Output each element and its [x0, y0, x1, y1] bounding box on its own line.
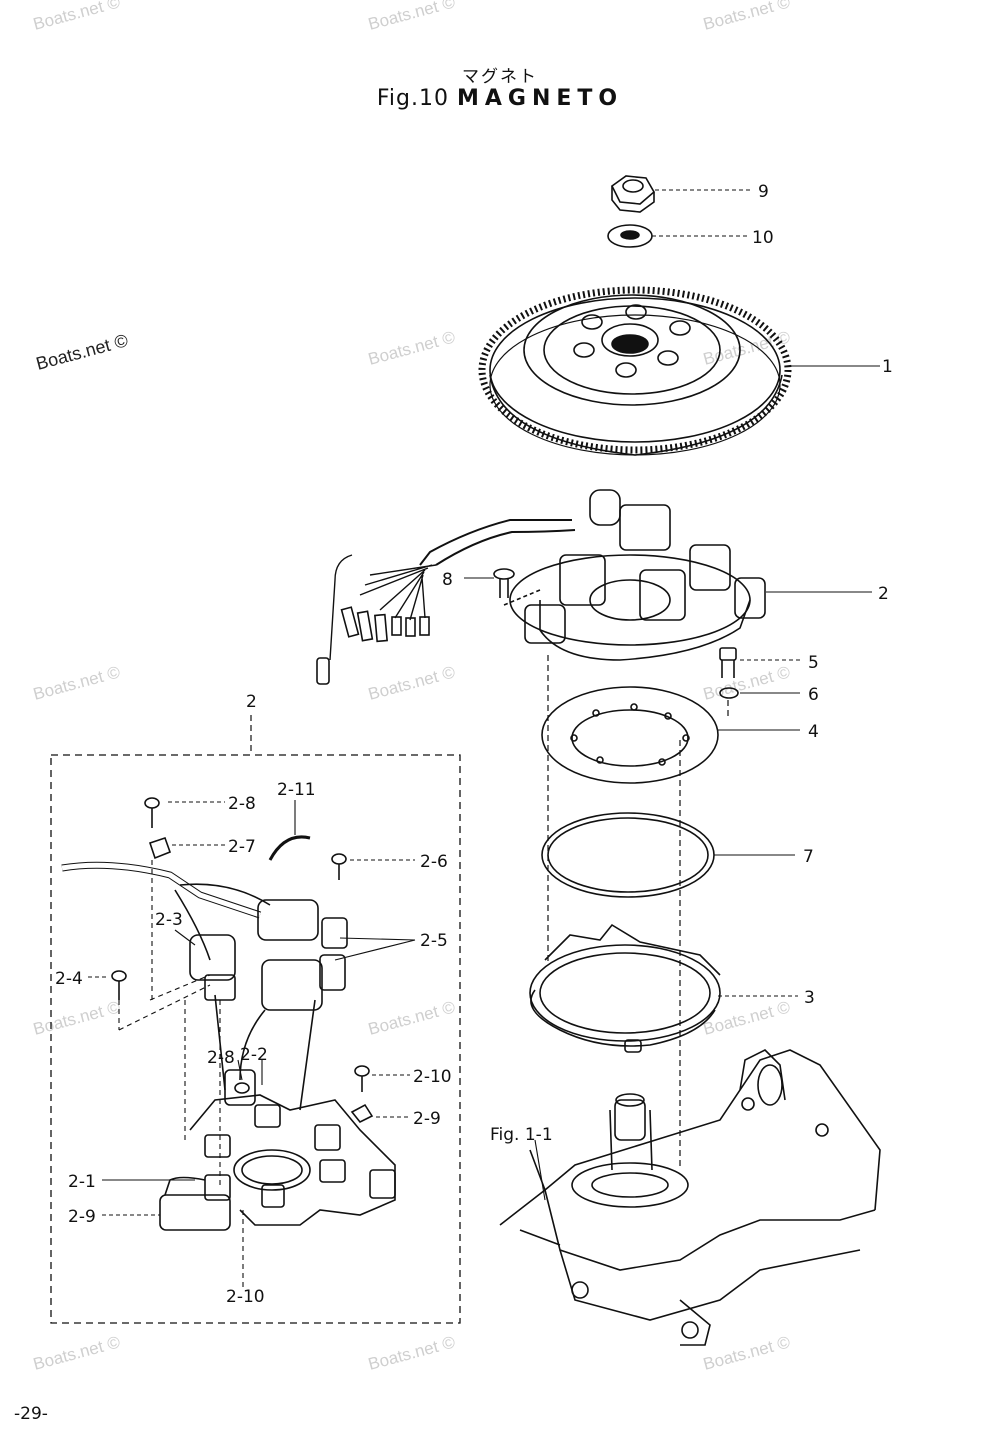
callout-label: 2-9: [413, 1109, 441, 1129]
callout-label: 10: [752, 228, 774, 248]
callout-label: 2-9: [68, 1207, 96, 1227]
callout-label: 9: [758, 182, 769, 202]
callout-label: 2-7: [228, 837, 256, 857]
callout-label: 2-10: [226, 1287, 265, 1307]
screw: [493, 568, 541, 606]
callout-label: 1: [882, 357, 893, 377]
watermark: Boats.net ©: [701, 662, 792, 704]
detail-stator: [61, 835, 396, 1231]
callout-label: 2-5: [420, 931, 448, 951]
callout-label: 5: [808, 653, 819, 673]
watermark: Boats.net ©: [701, 1332, 792, 1374]
stator-assembly: [316, 489, 766, 685]
watermark: Boats.net ©: [31, 0, 122, 34]
stator-plate: [541, 686, 719, 784]
watermark: Boats.net ©: [366, 662, 457, 704]
watermarks: Boats.net © Boats.net © Boats.net © Boat…: [31, 0, 792, 1374]
engine-block: [499, 1049, 881, 1346]
lock-washer: [719, 687, 739, 699]
watermark: Boats.net ©: [366, 327, 457, 369]
detail-box: [50, 754, 461, 1324]
watermark: Boats.net ©: [366, 997, 457, 1039]
callout-label: 2-8: [207, 1048, 235, 1068]
figure-number: Fig.10: [376, 86, 449, 111]
callout-label: 7: [803, 847, 814, 867]
o-ring: [541, 812, 715, 898]
callout-label: 6: [808, 685, 819, 705]
callout-label: 2-4: [55, 969, 83, 989]
bolt: [719, 647, 737, 678]
watermark: Boats.net ©: [31, 997, 122, 1039]
figure-name: MAGNETO: [456, 86, 624, 111]
flywheel: [478, 286, 792, 456]
callout-label: 2-8: [228, 794, 256, 814]
watermark: Boats.net ©: [31, 662, 122, 704]
watermark: Boats.net ©: [701, 997, 792, 1039]
magneto-base: [529, 923, 721, 1053]
title-japanese: マグネト: [462, 67, 538, 87]
hex-nut: [610, 175, 656, 213]
callout-label: 3: [804, 988, 815, 1008]
watermark: Boats.net ©: [366, 0, 457, 34]
callout-label: 2-6: [420, 852, 448, 872]
watermark: Boats.net ©: [34, 330, 130, 374]
washer: [607, 224, 653, 248]
callout-label: 2-10: [413, 1067, 452, 1087]
callout-label: 2-1: [68, 1172, 96, 1192]
callout-label: 2: [878, 584, 889, 604]
watermark: Boats.net ©: [701, 0, 792, 34]
leader-lines: [88, 189, 880, 1216]
page-number: -29-: [14, 1404, 48, 1424]
detail-bolts: [111, 797, 374, 1124]
watermark: Boats.net ©: [366, 1332, 457, 1374]
callout-label: 8: [442, 570, 453, 590]
callout-label: 4: [808, 722, 819, 742]
detail-guides: [118, 860, 244, 1290]
callout-label: 2-2: [240, 1045, 268, 1065]
callout-label: 2: [246, 692, 257, 712]
reference-figure-label: Fig. 1-1: [490, 1125, 553, 1145]
callout-label: 2-3: [155, 910, 183, 930]
alignment-lines: [547, 655, 729, 1170]
callout-labels: 9 10 1 8 2 5 6 4 7 3 2 2-8 2-11 2-7 2-6 …: [55, 182, 893, 1307]
callout-label: 2-11: [277, 780, 316, 800]
figure-title: Fig.10 MAGNETO: [0, 86, 1000, 111]
watermark: Boats.net ©: [31, 1332, 122, 1374]
